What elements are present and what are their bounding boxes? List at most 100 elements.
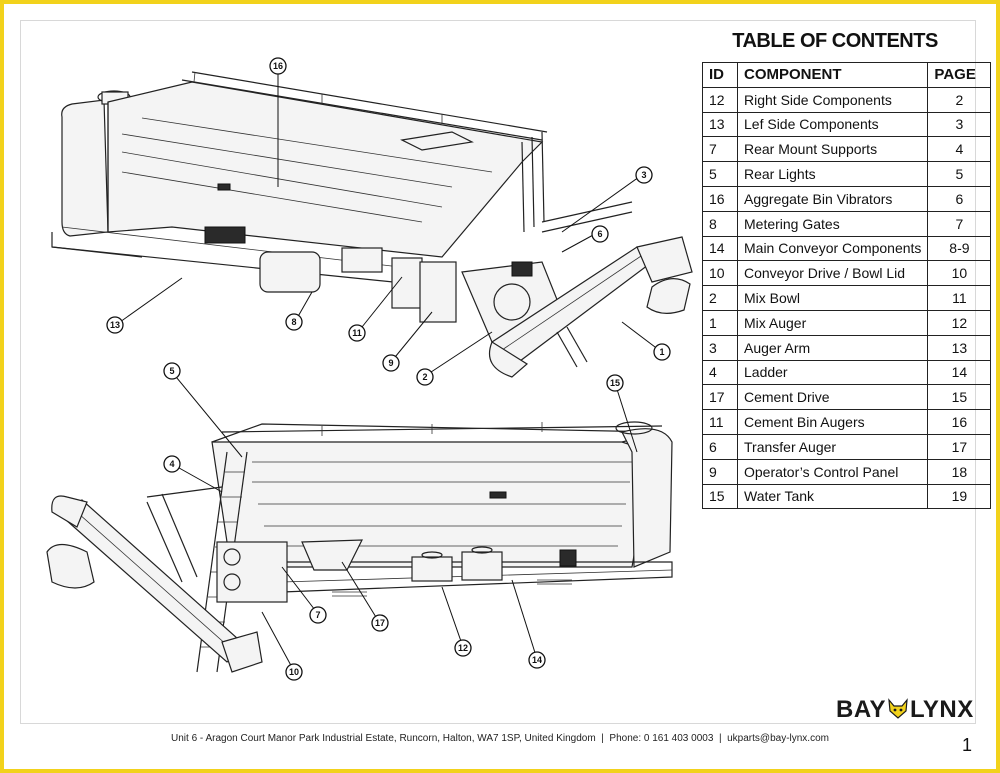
row-page: 17 (927, 433, 992, 460)
row-component: Right Side Components (736, 86, 929, 113)
row-page: 2 (927, 86, 992, 113)
row-component: Water Tank (736, 483, 929, 510)
callout-4: 4 (163, 455, 181, 473)
row-component: Rear Mount Supports (736, 136, 929, 163)
row-id: 8 (702, 210, 738, 237)
callout-15: 15 (606, 374, 624, 392)
footer: Unit 6 - Aragon Court Manor Park Industr… (0, 733, 1000, 744)
callout-3: 3 (635, 166, 653, 184)
callout-6: 6 (591, 225, 609, 243)
row-id: 16 (702, 185, 738, 212)
logo-text-left: BAY (836, 696, 886, 723)
callout-14: 14 (528, 651, 546, 669)
svg-text:17: 17 (375, 618, 385, 628)
row-component: Auger Arm (736, 334, 929, 361)
row-id: 10 (702, 260, 738, 287)
row-page: 18 (927, 458, 992, 485)
callout-5: 5 (163, 362, 181, 380)
row-id: 3 (702, 334, 738, 361)
row-component: Aggregate Bin Vibrators (736, 185, 929, 212)
footer-address: Unit 6 - Aragon Court Manor Park Industr… (171, 733, 596, 744)
footer-phone: Phone: 0 161 403 0003 (609, 733, 714, 744)
row-component: Cement Drive (736, 384, 929, 411)
row-id: 5 (702, 161, 738, 187)
row-id: 11 (702, 409, 738, 435)
footer-separator: | (601, 733, 604, 744)
row-component: Operator’s Control Panel (736, 458, 929, 485)
callout-13: 13 (106, 316, 124, 334)
toc-title: TABLE OF CONTENTS (732, 30, 938, 52)
svg-text:15: 15 (610, 378, 620, 388)
row-page: 3 (927, 111, 992, 138)
footer-separator: | (718, 733, 722, 744)
row-id: 1 (702, 309, 738, 336)
svg-text:1: 1 (659, 347, 664, 357)
row-component: Ladder (736, 359, 929, 386)
row-page: 7 (927, 210, 992, 237)
row-page: 10 (927, 260, 992, 287)
toc-header-page: PAGE (927, 62, 992, 88)
row-component: Mix Bowl (736, 285, 929, 311)
callout-7: 7 (309, 606, 327, 624)
callout-16: 16 (269, 57, 287, 75)
leader-lines (119, 66, 660, 672)
callout-12: 12 (454, 639, 472, 657)
row-id: 17 (702, 384, 738, 411)
footer-email-link[interactable]: ukparts@bay-lynx.com (727, 733, 829, 744)
callout-2: 2 (416, 368, 434, 386)
row-page: 5 (927, 161, 992, 187)
row-page: 12 (927, 309, 992, 336)
svg-text:6: 6 (597, 229, 602, 239)
callout-9: 9 (382, 354, 400, 372)
svg-text:13: 13 (110, 320, 120, 330)
row-component: Transfer Auger (736, 433, 929, 460)
row-id: 4 (702, 359, 738, 386)
row-page: 8-9 (927, 235, 992, 262)
row-id: 9 (702, 458, 738, 485)
row-page: 15 (927, 384, 992, 411)
row-id: 13 (702, 111, 738, 138)
row-id: 6 (702, 433, 738, 460)
toc-header-id: ID (702, 62, 738, 88)
row-component: Rear Lights (736, 161, 929, 187)
svg-text:7: 7 (315, 610, 320, 620)
callout-11: 11 (348, 324, 366, 342)
callout-1: 1 (653, 343, 671, 361)
row-component: Metering Gates (736, 210, 929, 237)
svg-text:3: 3 (641, 170, 646, 180)
svg-text:11: 11 (352, 328, 362, 338)
row-component: Mix Auger (736, 309, 929, 336)
callout-17: 17 (371, 614, 389, 632)
svg-text:10: 10 (289, 667, 299, 677)
row-component: Conveyor Drive / Bowl Lid (736, 260, 929, 287)
toc-header-component: COMPONENT (736, 62, 929, 88)
svg-text:8: 8 (291, 317, 296, 327)
row-component: Main Conveyor Components (736, 235, 929, 262)
bottom-machine-drawing (46, 421, 673, 673)
row-component: Lef Side Components (736, 111, 929, 138)
svg-text:5: 5 (169, 366, 174, 376)
row-page: 16 (927, 409, 992, 435)
row-page: 13 (927, 334, 992, 361)
row-page: 6 (927, 185, 992, 212)
row-page: 14 (927, 359, 992, 386)
callout-10: 10 (285, 663, 303, 681)
row-id: 14 (702, 235, 738, 262)
svg-text:14: 14 (532, 655, 542, 665)
row-id: 12 (702, 86, 738, 113)
svg-text:16: 16 (273, 61, 283, 71)
